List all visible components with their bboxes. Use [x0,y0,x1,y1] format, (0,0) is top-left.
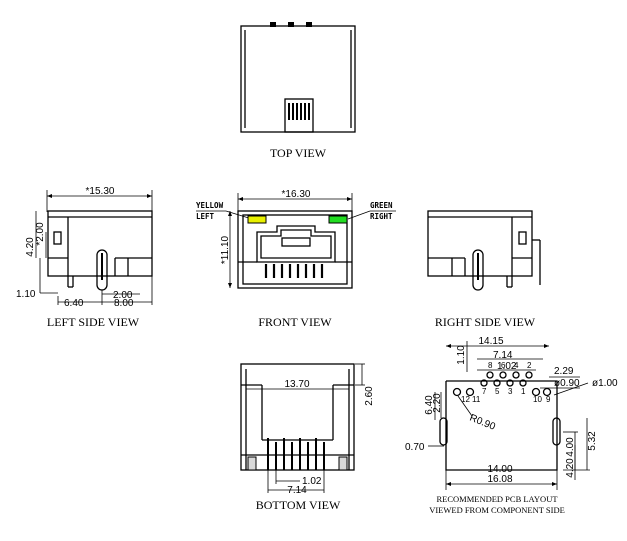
led-yellow-label: YELLOW [196,201,224,210]
left-side-outline [47,210,153,277]
dim-pcb-1608: 16.08 [487,474,512,485]
dim-pcb-220: 2.20 [432,393,443,413]
pin-label: 5 [495,387,500,396]
pin-label: 8 [488,361,493,370]
pcb-caption-line1: RECOMMENDED PCB LAYOUT [436,494,558,504]
pin-label: 10 [533,395,542,404]
dim-left-200: 2.00 [113,290,133,301]
led-left-label: LEFT [196,212,215,221]
pcb-pin-numbers: 12 11 7 5 3 1 8 6 4 2 10 9 [461,361,551,404]
dim-pcb-400: 4.00 [565,437,576,457]
led-green-label: GREEN [370,201,393,210]
pcb-layout: 14.15 7.14 1.02 1.10 2.29 ø0.90 ø1.00 [405,336,618,515]
dim-pcb-1415: 14.15 [478,336,503,347]
dim-pcb-714: 7.14 [493,350,513,361]
top-view: TOP VIEW [240,22,356,160]
dim-front-height: *11.10 [220,235,231,264]
dim-pcb-070: 0.70 [405,442,425,453]
pin-label: 3 [508,387,513,396]
dim-pcb-640: 6.40 [424,395,435,415]
dim-left-640: 6.40 [64,298,84,309]
right-side-caption: RIGHT SIDE VIEW [435,315,536,329]
dim-bottom-1370: 13.70 [284,379,309,390]
pcb-slot-right [552,417,561,446]
front-view: *16.30 YELLOW LEFT GREEN RIGHT [196,189,396,329]
pin-label: 12 [461,395,470,404]
dim-left-width: *15.30 [86,186,115,197]
left-side-view: *15.30 4.20 *2.00 1.10 6.40 2.00 8.00 LE… [16,186,153,329]
pcb-slot-left [439,417,448,446]
dim-bottom-102: 1.02 [302,476,322,487]
dim-bottom-714: 7.14 [287,485,307,496]
pin-label: 2 [527,361,532,370]
dim-pcb-229: 2.29 [554,366,574,377]
front-view-outline [237,210,353,289]
led-green [328,215,348,224]
pin-label: 9 [546,395,551,404]
pin-label: 1 [521,387,526,396]
dim-left-110: 1.10 [16,289,36,300]
front-view-caption: FRONT VIEW [258,315,332,329]
right-side-outline [427,210,533,277]
dim-pcb-102: 1.02 [497,361,517,372]
dim-pcb-110: 1.10 [456,345,467,365]
top-view-contacts [284,98,314,133]
dim-left-800: 8.00 [114,298,134,309]
top-view-caption: TOP VIEW [270,146,327,160]
dim-pcb-532: 5.32 [587,431,598,451]
dim-left-h2: *2.00 [35,222,46,246]
bottom-view-outline [240,363,355,471]
bottom-view: 13.70 2.60 1.02 7.14 BOTTOM VIEW [240,363,375,512]
pin-label: 11 [472,395,481,404]
rj45-opening [256,225,336,263]
dim-pcb-d100: ø1.00 [592,378,618,389]
pin-label: 4 [514,361,519,370]
dim-pcb-1400: 14.00 [487,464,512,475]
led-right-label: RIGHT [370,212,393,221]
right-side-view: RIGHT SIDE VIEW [427,210,541,329]
dim-pcb-r090: R0.90 [468,413,497,433]
dim-front-width: *16.30 [282,189,311,200]
dim-left-h1: 4.20 [25,237,36,257]
pin-label: 6 [501,361,506,370]
left-side-caption: LEFT SIDE VIEW [47,315,140,329]
dim-pcb-d090: ø0.90 [554,378,580,389]
pcb-caption-line2: VIEWED FROM COMPONENT SIDE [429,505,565,515]
led-yellow [247,215,267,224]
dim-bottom-260: 2.60 [364,386,375,406]
pin-label: 7 [482,387,487,396]
dim-pcb-420: 4.20 [565,458,576,478]
bottom-view-caption: BOTTOM VIEW [256,498,341,512]
pcb-pin-holes [452,371,552,397]
